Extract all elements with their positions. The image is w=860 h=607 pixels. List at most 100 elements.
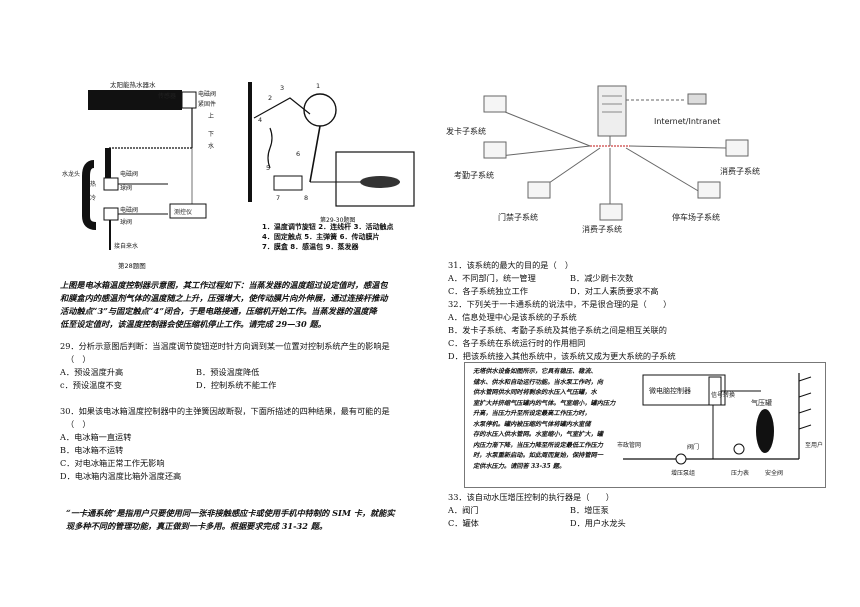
q31-option-d[interactable]: D．对工人素质要求不高 xyxy=(570,286,659,296)
figure-28-caption: 第28题图 xyxy=(118,262,146,270)
q33-option-d[interactable]: D．用户水龙头 xyxy=(570,518,626,528)
pump-diagram: 微电脑控制器 信号转换 气压罐 阀门 增压泵组 压力表 安全阀 市政管网 至用户 xyxy=(617,373,823,477)
q29-option-d[interactable]: D．控制系统不能工作 xyxy=(196,380,277,390)
internet-icon xyxy=(687,93,707,105)
intro-31-32: “一卡通系统”是指用户只要使用同一张非接触感应卡或使用手机中特制的 SIM 卡，… xyxy=(66,507,395,533)
q31-option-a[interactable]: A．不同部门，统一管理 xyxy=(448,273,536,283)
figure-28-diagram: 太阳能热水器水 传感器 电磁阀 紧固件 上 下 水 水龙头 热 冷 电磁阀 球阀… xyxy=(62,80,216,250)
q30-stem: 30．如果该电冰箱温度控制器中的主弹簧因故断裂，下面所描述的四种结果，最有可能的… xyxy=(60,406,390,416)
subsystem-label: 发卡子系统 xyxy=(446,126,486,136)
question-30: 30．如果该电冰箱温度控制器中的主弹簧因故断裂，下面所描述的四种结果，最有可能的… xyxy=(60,405,390,483)
q29-stem-paren: （ ） xyxy=(66,354,91,364)
fig33-line: 储水、供水和自动运行功能。当水泵工作时，向 xyxy=(473,378,603,386)
tank-label: 气压罐 xyxy=(751,398,772,407)
pc-icon xyxy=(527,181,551,199)
controller-label: 微电脑控制器 xyxy=(649,386,691,395)
figure-33-text: 无塔供水设备如图所示，它具有稳压、稳流、 储水、供水和自动运行功能。当水泵工作时… xyxy=(473,367,615,472)
label-ball2: 球阀 xyxy=(120,218,132,226)
subsystem-label: 消费子系统 xyxy=(720,166,760,176)
fig33-line: 室扩大并挤缩气压罐内的气体。气室缩小，罐内压力 xyxy=(473,399,616,407)
signal-label: 信号转换 xyxy=(711,391,735,399)
knob-1 xyxy=(303,93,337,127)
q30-option-a[interactable]: A．电冰箱一直运转 xyxy=(60,432,132,442)
intro-line: 活动触点“3”与固定触点“4”闭合，于是电路接通，压缩机开始工作。当蒸发器的温度… xyxy=(60,306,377,316)
pc-icon xyxy=(697,181,721,199)
q31-option-c[interactable]: C．各子系统独立工作 xyxy=(448,286,528,296)
pc-icon xyxy=(599,203,623,221)
label-tube: 紧固件 xyxy=(198,100,216,108)
pump-symbol xyxy=(675,453,687,465)
q30-option-b[interactable]: B．电冰箱不运转 xyxy=(60,445,124,455)
svg-text:1: 1 xyxy=(316,82,320,90)
q32-option-c[interactable]: C．各子系统在系统运行时的作用相同 xyxy=(448,338,586,348)
pc-icon xyxy=(483,141,507,159)
municipal-label: 市政管网 xyxy=(617,441,641,449)
q33-option-a[interactable]: A．阀门 xyxy=(448,505,479,515)
label-valve1: 电磁阀 xyxy=(120,170,138,178)
intro-line: 上图是电冰箱温度控制器示意图，其工作过程如下：当蒸发器的温度超过设定值时，感温包 xyxy=(60,280,388,290)
gauge-label: 压力表 xyxy=(731,469,749,477)
q32-stem: 32．下列关于一卡通系统的说法中，不是很合理的是（ ） xyxy=(448,299,672,309)
svg-text:7: 7 xyxy=(276,194,280,202)
q32-option-b[interactable]: B．发卡子系统、考勤子系统及其他子系统之间是相互关联的 xyxy=(448,325,667,335)
q31-stem: 31．该系统的最大的目的是（ ） xyxy=(448,260,574,270)
subsystem-label: 考勤子系统 xyxy=(454,170,494,180)
solar-tank xyxy=(88,90,182,110)
tank-end xyxy=(181,91,197,109)
q30-option-d[interactable]: D．电冰箱内温度比箱外温度还高 xyxy=(60,471,182,481)
figure-33: 无塔供水设备如图所示，它具有稳压、稳流、 储水、供水和自动运行功能。当水泵工作时… xyxy=(464,362,826,488)
svg-text:8: 8 xyxy=(304,194,308,202)
fig33-line: 无塔供水设备如图所示，它具有稳压、稳流、 xyxy=(473,368,597,375)
subsystem-label: 停车场子系统 xyxy=(672,212,720,222)
q29-option-b[interactable]: B．预设温度降低 xyxy=(196,367,260,377)
fig33-line: 内压力渐下降，当压力降至所设定最低工作压力 xyxy=(473,441,603,449)
svg-text:4: 4 xyxy=(258,116,262,124)
q29-option-a[interactable]: A．预设温度升高 xyxy=(60,367,124,377)
label-solenoid-top: 电磁阀 xyxy=(198,90,216,98)
label-solar: 太阳能热水器水 xyxy=(110,80,156,89)
server-icon xyxy=(597,85,627,137)
legend-line-3: 7．膜盒 8．感温包 9．蒸发器 xyxy=(262,243,359,251)
label-down: 下 xyxy=(208,131,214,138)
pressure-tank xyxy=(756,409,774,453)
svg-text:6: 6 xyxy=(296,150,300,158)
label-up: 上 xyxy=(208,112,214,120)
figure-29-caption: 第29-30题图 xyxy=(320,217,356,224)
q33-stem: 33．该自动水压增压控制的执行器是（ ） xyxy=(448,492,614,502)
controller-box xyxy=(169,203,207,219)
temp-bulb xyxy=(360,176,400,188)
membrane-box xyxy=(273,175,303,191)
safety-label: 安全阀 xyxy=(765,469,783,477)
fig33-line: 升高，当压力升至所设定最高工作压力时， xyxy=(473,410,591,417)
label-hot: 热 xyxy=(90,180,96,188)
legend-line-1: 1．温度调节旋钮 2．连线杆 3．活动触点 xyxy=(262,223,394,231)
fig33-line: 存的水压入供水管网。水室缩小，气室扩大，罐 xyxy=(473,431,603,438)
label-valve2: 电磁阀 xyxy=(120,206,138,214)
q32-option-d[interactable]: D．把该系统接入其他系统中，该系统又成为更大系统的子系统 xyxy=(448,351,676,361)
fig33-line: 水泵停机。罐内被压缩的气体将罐内水室储 xyxy=(473,420,591,428)
q33-option-c[interactable]: C．罐体 xyxy=(448,518,479,528)
q29-option-c[interactable]: c．预设温度不变 xyxy=(60,380,122,390)
users-label: 至用户 xyxy=(805,441,823,449)
fig33-line: 时，水泵重新启动。如此周而复始，保持管网一 xyxy=(473,452,603,459)
intro-line: 现多种不同的管理功能，真正做到一卡多用。根据要求完成 31-32 题。 xyxy=(66,521,328,531)
label-cold: 冷 xyxy=(90,194,96,202)
valve-label: 阀门 xyxy=(687,443,699,451)
label-controller: 测控仪 xyxy=(174,208,192,216)
intro-line: “一卡通系统”是指用户只要使用同一张非接触感应卡或使用手机中特制的 SIM 卡，… xyxy=(66,508,395,518)
svg-text:3: 3 xyxy=(280,84,284,92)
q32-option-a[interactable]: A．信息处理中心是该系统的子系统 xyxy=(448,312,577,322)
q29-stem: 29．分析示意图后判断：当温度调节旋钮逆时针方向调到某一位置对控制系统产生的影响… xyxy=(60,341,390,351)
pc-icon xyxy=(483,95,507,113)
fig33-line: 供水管网供水同时将剩余的水压入气压罐，水 xyxy=(473,389,597,396)
q30-stem-paren: （ ） xyxy=(66,419,91,429)
intro-29-30: 上图是电冰箱温度控制器示意图，其工作过程如下：当蒸发器的温度超过设定值时，感温包… xyxy=(60,279,388,331)
q33-option-b[interactable]: B．增压泵 xyxy=(570,505,609,515)
fig33-line: 定供水压力。请回答 33-35 题。 xyxy=(473,462,566,470)
intro-line: 和膜盒内的感温剂气体的温度随之上升，压强增大，使传动膜片向外伸展，通过连接杆推动 xyxy=(60,293,388,303)
q30-option-c[interactable]: C．对电冰箱正常工作无影响 xyxy=(60,458,165,468)
label-sensor: 传感器 xyxy=(158,92,176,100)
svg-text:5: 5 xyxy=(266,164,270,172)
question-32: 32．下列关于一卡通系统的说法中，不是很合理的是（ ） A．信息处理中心是该系统… xyxy=(448,298,676,363)
q31-option-b[interactable]: B．减少刷卡次数 xyxy=(570,273,634,283)
